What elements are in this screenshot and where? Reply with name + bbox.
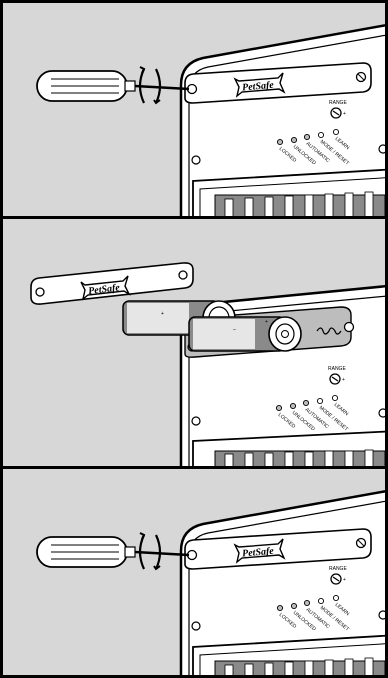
range-plus: + — [343, 111, 346, 117]
screwdriver-icon — [37, 537, 189, 567]
mount-hole-left — [192, 622, 200, 630]
step-3-panel: PetSafe RANGE + LOCKED UNLOCKED AUTOMATI… — [0, 466, 388, 678]
battery-1-plus: + — [161, 311, 164, 317]
mount-hole-right — [379, 409, 387, 417]
step-1-illustration: PetSafe RANGE + LOCKED UNLOCKED AUTOMATI… — [3, 3, 388, 218]
mount-hole-right — [379, 145, 387, 153]
compartment-screw-hole — [345, 323, 354, 332]
step-1-panel: PetSafe RANGE + LOCKED UNLOCKED AUTOMATI… — [0, 0, 388, 218]
screwdriver-icon — [37, 71, 189, 101]
range-plus: + — [343, 577, 346, 583]
battery-2-plus: + — [265, 319, 268, 325]
range-label: RANGE — [329, 100, 347, 106]
mount-hole-right — [379, 611, 387, 619]
range-label: RANGE — [328, 366, 346, 372]
rotate-arrows-icon — [140, 533, 160, 569]
range-plus: + — [342, 377, 345, 383]
battery-2-minus: – — [233, 327, 236, 333]
mount-hole-left — [192, 156, 200, 164]
mount-hole-left — [192, 417, 200, 425]
step-2-illustration: + – + – PetSafe — [3, 219, 388, 468]
battery-aa-2: + – — [189, 317, 301, 351]
automatic-light — [304, 134, 309, 139]
rotate-arrows-icon — [140, 67, 160, 103]
step-2-panel: + – + – PetSafe — [0, 216, 388, 468]
learn-button — [333, 129, 338, 134]
range-label: RANGE — [329, 566, 347, 572]
unlocked-light — [291, 137, 296, 142]
step-3-illustration: PetSafe RANGE + LOCKED UNLOCKED AUTOMATI… — [3, 469, 388, 678]
mode-reset-button — [318, 132, 323, 137]
locked-light — [277, 139, 282, 144]
